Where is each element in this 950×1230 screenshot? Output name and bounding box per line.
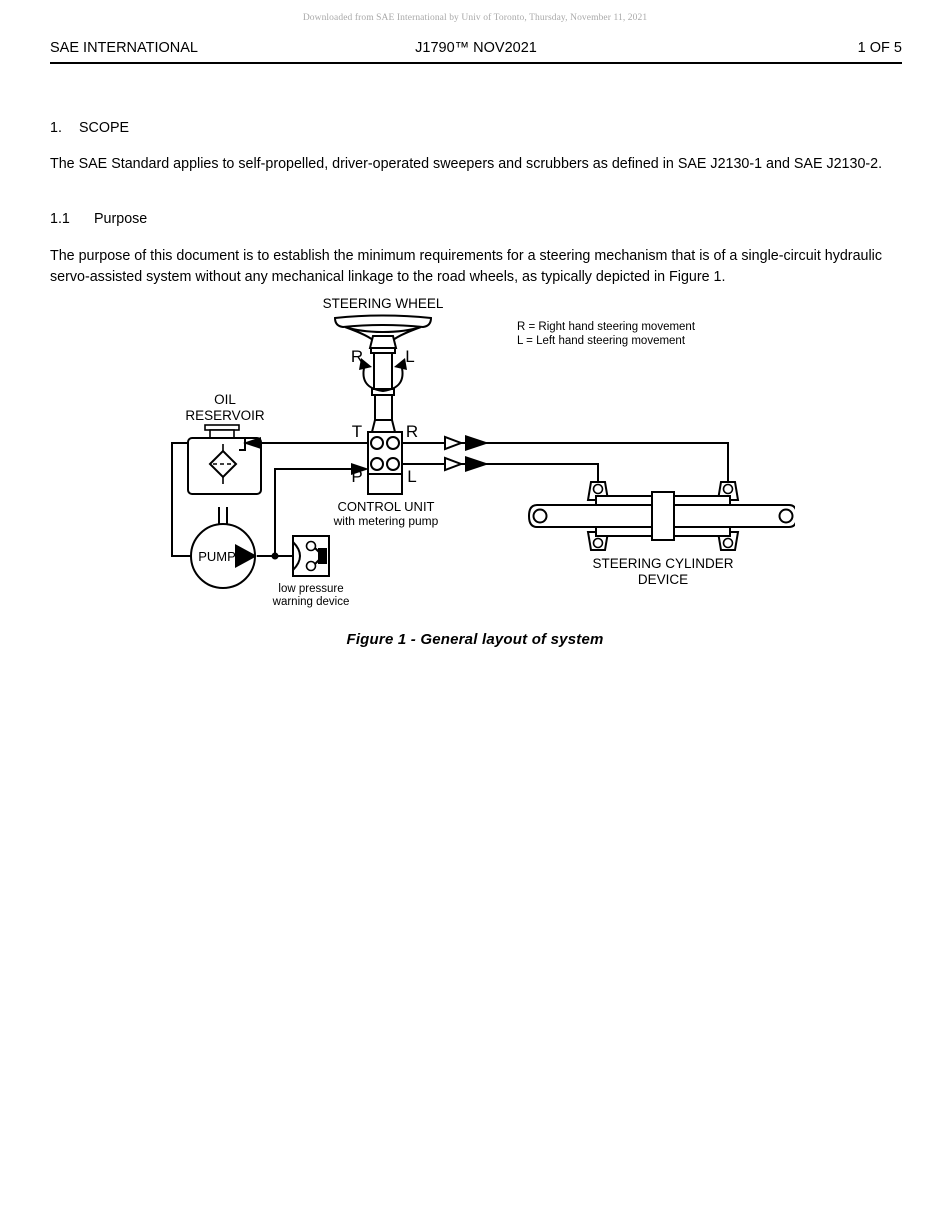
steering-cylinder-device: STEERING CYLINDER DEVICE: [527, 481, 795, 587]
work-line-right: [402, 435, 729, 482]
cylinder-lug-hole-top-right: [722, 483, 734, 495]
section-1-1-number: 1.1: [50, 211, 70, 227]
pressure-flow-arrow-icon: [351, 463, 369, 475]
switch-contact-upper: [305, 540, 317, 552]
rotation-label-right: R: [351, 347, 363, 366]
cylinder-lug-hole-bottom-right: [722, 537, 734, 549]
steering-cylinder-label-line2: DEVICE: [638, 572, 688, 587]
rod-eye-right: [778, 508, 794, 524]
steering-wheel-assembly: STEERING WHEEL R L: [323, 296, 444, 433]
switch-contact-lower: [305, 560, 317, 572]
cylinder-lug-hole-bottom-left: [592, 537, 604, 549]
port-label-t: T: [352, 422, 362, 441]
figure-1-diagram: .ln { stroke:#000; stroke-width:2; fill:…: [165, 296, 795, 608]
legend-right-movement: R = Right hand steering movement: [517, 321, 696, 333]
section-1-1-paragraph: The purpose of this document is to estab…: [50, 248, 882, 285]
port-label-r: R: [406, 422, 418, 441]
control-unit-port-p: [370, 457, 384, 471]
header-page-number: 1 OF 5: [857, 40, 902, 56]
download-watermark: Downloaded from SAE International by Uni…: [302, 13, 648, 23]
suction-line-reservoir-to-pump: [171, 442, 191, 557]
oil-reservoir-label-line1: OIL: [214, 392, 236, 407]
section-1-title: SCOPE: [79, 120, 130, 136]
work-line-left-solid-arrow-icon: [465, 456, 489, 472]
cylinder-lug-hole-top-left: [592, 483, 604, 495]
port-label-l: L: [407, 467, 416, 486]
control-unit-port-r: [386, 436, 400, 450]
steering-wheel-rim-icon: [333, 314, 433, 343]
rod-eye-left: [532, 508, 548, 524]
hydraulic-pump: PUMP: [190, 507, 257, 589]
steering-column-base: [370, 419, 397, 433]
control-unit-port-t: [370, 436, 384, 450]
return-line-to-reservoir: [243, 437, 368, 449]
hydraulic-steering-schematic: .ln { stroke:#000; stroke-width:2; fill:…: [171, 296, 795, 608]
header-document-number: J1790™ NOV2021: [415, 40, 537, 56]
work-line-right-hollow-arrow-icon: [444, 435, 464, 451]
figure-1-caption: Figure 1 - General layout of system: [346, 631, 604, 648]
work-line-left-hollow-arrow-icon: [444, 456, 464, 472]
header-organization: SAE INTERNATIONAL: [50, 40, 198, 56]
port-label-p: P: [351, 467, 362, 486]
low-pressure-warning-device: low pressure warning device: [272, 535, 350, 608]
steering-column-upper: [373, 352, 393, 390]
control-unit-label-line2: with metering pump: [333, 514, 439, 528]
cylinder-piston: [651, 491, 675, 541]
steering-rotation-arc-icon: [359, 358, 407, 393]
steering-wheel-hub-icon: [368, 335, 398, 349]
page-header: SAE INTERNATIONAL J1790™ NOV2021 1 OF 5: [50, 38, 902, 60]
control-unit-port-l: [386, 457, 400, 471]
rotation-label-left: L: [405, 347, 414, 366]
section-1-number: 1.: [50, 120, 62, 136]
control-unit: T R P L CONTROL UNIT with metering pump: [333, 422, 439, 528]
pressure-line-pump-to-control-unit: [257, 463, 369, 560]
section-1-paragraph: The SAE Standard applies to self-propell…: [50, 156, 883, 172]
header-divider: [50, 62, 902, 64]
steering-cylinder-label-line1: STEERING CYLINDER: [592, 556, 733, 571]
legend-left-movement: L = Left hand steering movement: [517, 335, 686, 347]
reservoir-cap-neck: [209, 429, 235, 439]
section-1-1-heading: 1.1 Purpose: [50, 209, 147, 230]
section-1-heading: 1. SCOPE: [50, 118, 129, 139]
low-pressure-label-line1: low pressure: [278, 583, 343, 595]
steering-wheel-label: STEERING WHEEL: [323, 296, 444, 311]
hydraulic-lines: [171, 435, 729, 560]
low-pressure-label-line2: warning device: [272, 596, 350, 608]
pump-label: PUMP: [198, 549, 236, 564]
oil-reservoir: OIL RESERVOIR: [185, 392, 265, 495]
return-flow-arrow-icon: [243, 437, 261, 449]
control-unit-label-line1: CONTROL UNIT: [337, 499, 434, 514]
section-1-1-title: Purpose: [94, 211, 148, 227]
figure-legend: R = Right hand steering movement L = Lef…: [517, 321, 696, 347]
pump-flow-arrow-icon: [235, 544, 257, 568]
work-line-right-solid-arrow-icon: [465, 435, 489, 451]
reservoir-filter-icon: [208, 444, 238, 484]
pressure-switch-spring-icon: [292, 541, 301, 571]
work-line-left: [402, 456, 599, 482]
oil-reservoir-label-line2: RESERVOIR: [185, 408, 265, 423]
